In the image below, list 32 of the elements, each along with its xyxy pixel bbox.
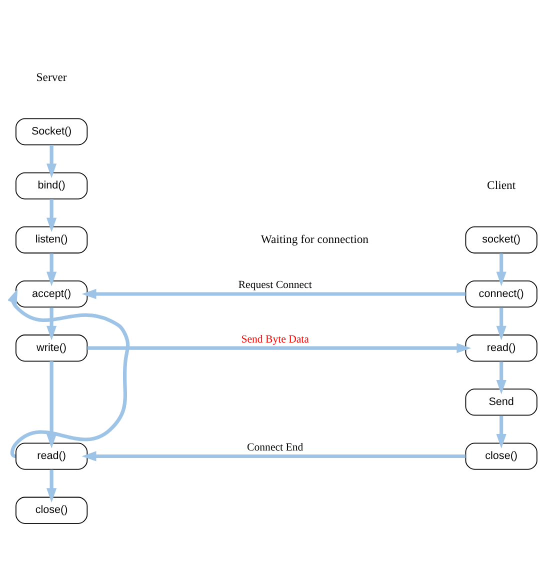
arrow <box>46 469 57 502</box>
node-box: read() <box>465 334 538 362</box>
node-box: connect() <box>465 280 538 308</box>
arrow <box>87 342 472 353</box>
arrow <box>496 414 506 448</box>
arrow <box>46 198 57 232</box>
arrow <box>496 252 506 286</box>
arrow <box>46 144 57 178</box>
node-box: socket() <box>465 226 538 253</box>
node-box: accept() <box>16 280 88 308</box>
node-box: Send <box>465 388 538 416</box>
edge-label: Request Connect <box>238 278 312 291</box>
node-box: bind() <box>16 172 88 199</box>
label: Client <box>487 178 516 192</box>
arrow <box>496 360 506 394</box>
node-box: close() <box>16 496 88 524</box>
node-box: listen() <box>16 226 88 253</box>
arrow <box>82 450 466 461</box>
node-box: Socket() <box>16 118 88 145</box>
node-box: read() <box>16 442 88 470</box>
arrow <box>46 306 57 340</box>
arrow <box>46 252 57 286</box>
edge-label: Send Byte Data <box>241 332 309 345</box>
node-box: close() <box>465 442 538 470</box>
arrow <box>82 288 466 299</box>
label: Server <box>36 70 67 84</box>
arrow <box>8 288 130 458</box>
label: Waiting for connection <box>260 232 369 246</box>
edge-label: Connect End <box>247 440 304 453</box>
arrow <box>46 360 57 448</box>
node-box: write() <box>16 334 88 362</box>
arrow <box>496 306 506 340</box>
